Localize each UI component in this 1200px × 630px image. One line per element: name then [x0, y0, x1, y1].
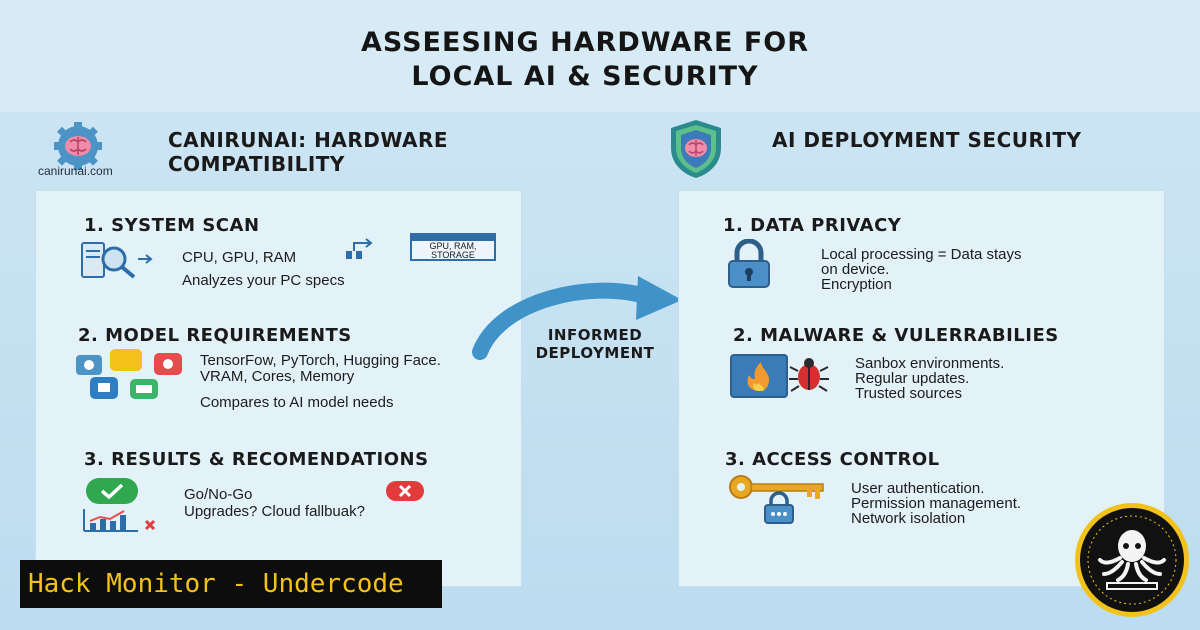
arrow-label: INFORMED DEPLOYMENT: [520, 326, 670, 362]
deployment-security-panel: 1. DATA PRIVACY Local processing = Data …: [678, 190, 1165, 587]
left-heading-line2: COMPATIBILITY: [168, 152, 345, 176]
results-line-1: Go/No-Go: [184, 486, 253, 503]
left-heading-line1: CANIRUNAI: HARDWARE: [168, 128, 449, 152]
model-requirements-line-3: Compares to AI model needs: [200, 394, 394, 411]
malware-line-1: Sanbox environments.: [855, 355, 1005, 372]
page-title: ASSEESING HARDWARE FOR LOCAL AI & SECURI…: [0, 26, 1170, 94]
octopus-emblem: [1075, 503, 1189, 617]
access-control-title: 3. ACCESS CONTROL: [725, 449, 940, 470]
lock-icon: [728, 239, 770, 288]
hack-monitor-badge: Hack Monitor - Undercode: [20, 560, 442, 608]
data-privacy-line-2: on device.: [821, 261, 890, 278]
page-title-line2: LOCAL AI & SECURITY: [411, 61, 759, 92]
access-control-line-1: User authentication.: [851, 480, 985, 497]
check-icon: [86, 478, 138, 504]
logo-site-label: canirunai.com: [38, 164, 113, 178]
arrow-label-line2: DEPLOYMENT: [535, 344, 655, 362]
data-privacy-line-1: Local processing = Data stays: [821, 246, 1022, 263]
data-privacy-title: 1. DATA PRIVACY: [723, 215, 902, 236]
results-title: 3. RESULTS & RECOMENDATIONS: [84, 449, 429, 470]
brain-gear-logo-icon: [54, 122, 102, 170]
left-heading: CANIRUNAI: HARDWARE COMPATIBILITY: [168, 128, 528, 176]
cross-icon: [386, 481, 424, 501]
page-title-line1: ASSEESING HARDWARE FOR: [360, 27, 810, 58]
arrow-label-line1: INFORMED: [547, 326, 643, 344]
right-heading: AI DEPLOYMENT SECURITY: [772, 128, 1082, 152]
data-privacy-line-3: Encryption: [821, 276, 892, 293]
shield-brain-icon: [671, 120, 721, 178]
malware-title: 2. MALWARE & VULERRABILIES: [733, 325, 1059, 346]
hardware-compatibility-panel: 1. SYSTEM SCAN CPU, GPU, RAM Analyzes yo…: [35, 190, 522, 587]
malware-line-2: Regular updates.: [855, 370, 970, 387]
system-scan-line-1: CPU, GPU, RAM: [182, 249, 297, 266]
window-line-2: STORAGE: [431, 250, 475, 260]
model-requirements-title: 2. MODEL REQUIREMENTS: [78, 325, 352, 346]
app-icons: [76, 349, 182, 399]
flow-arrow-icon: [472, 276, 682, 360]
system-scan-title: 1. SYSTEM SCAN: [84, 215, 260, 236]
system-scan-line-2: Analyzes your PC specs: [182, 272, 345, 289]
computer-magnifier-icon: [81, 242, 153, 279]
access-control-line-3: Network isolation: [851, 510, 966, 527]
malware-line-3: Trusted sources: [855, 385, 962, 402]
key-lock-icon: [729, 475, 824, 524]
fire-bug-icon: [730, 354, 829, 398]
bar-chart-icon: [83, 509, 156, 532]
header-band: [0, 0, 1200, 112]
model-requirements-line-1: TensorFow, PyTorch, Hugging Face.: [200, 352, 441, 369]
access-control-line-2: Permission management.: [851, 495, 1022, 512]
window-icon: GPU, RAM, STORAGE: [410, 233, 496, 261]
arrow-connector-icon: [346, 238, 373, 259]
window-line-1: GPU, RAM,: [429, 241, 477, 251]
model-requirements-line-2: VRAM, Cores, Memory: [200, 368, 355, 385]
results-line-2: Upgrades? Cloud fallbuak?: [184, 503, 365, 520]
